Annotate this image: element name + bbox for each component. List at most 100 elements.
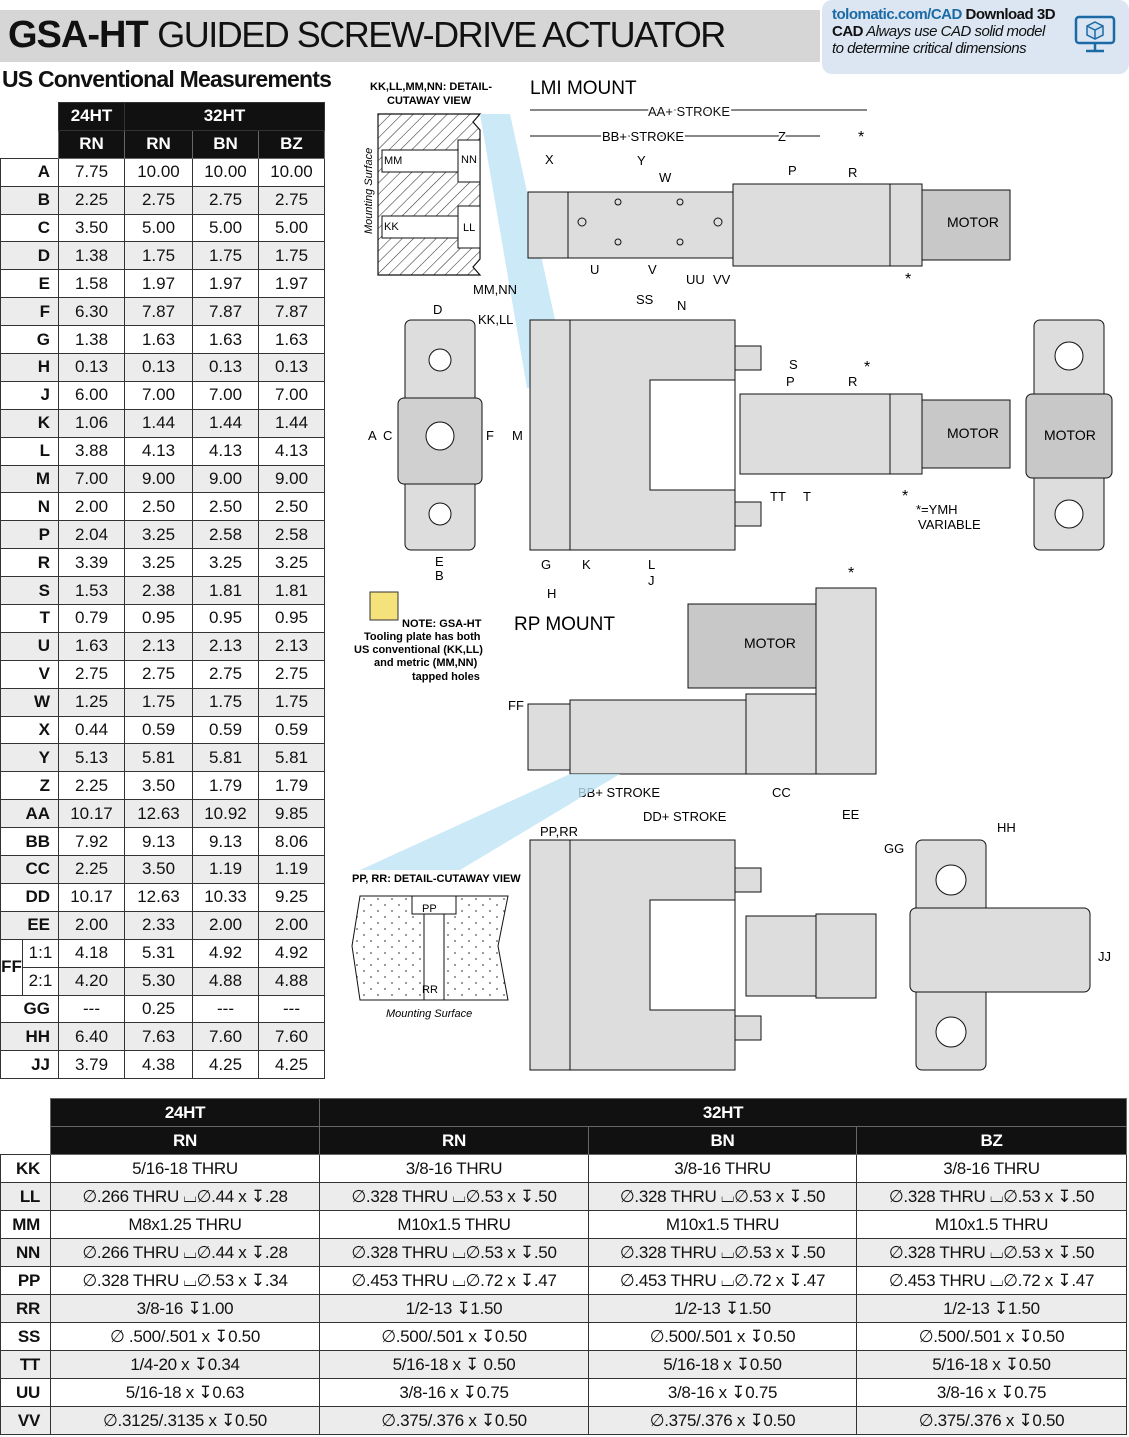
motor-label: MOTOR (947, 214, 999, 230)
table-cell: 2.75 (192, 659, 259, 689)
ymh-label-2: VARIABLE (918, 517, 981, 532)
table-cell: ∅.453 THRU ⌴∅.72 x ↧.47 (588, 1266, 857, 1295)
table-cell: 7.00 (192, 380, 259, 410)
table-cell: 2.58 (192, 520, 259, 550)
table-cell: 0.95 (258, 604, 325, 633)
dim-tt: TT (770, 489, 786, 504)
table-cell: 2.13 (258, 631, 325, 661)
table-cell: ∅.375/.376 x ↧0.50 (588, 1406, 857, 1435)
holes-col-header: BN (588, 1126, 857, 1155)
lmi-end-view: D MM,NN KK,LL A C F E B (368, 282, 517, 583)
table-cell: --- (192, 994, 259, 1024)
table-cell: 10.33 (192, 882, 259, 912)
detail2-title: PP, RR: DETAIL-CUTAWAY VIEW (352, 873, 521, 885)
row-label: M (0, 464, 59, 494)
dim-c: C (383, 428, 392, 443)
table-cell: 3.25 (258, 548, 325, 578)
dim-cc: CC (772, 785, 791, 800)
table-cell: 0.79 (58, 604, 125, 633)
table-cell: 6.30 (58, 297, 125, 327)
table-cell: ∅.453 THRU ⌴∅.72 x ↧.47 (856, 1266, 1127, 1295)
3d-download-icon[interactable] (1073, 12, 1117, 56)
star-3: * (864, 359, 870, 376)
dim-jj: JJ (1098, 949, 1111, 964)
holes-col-header: BZ (856, 1126, 1127, 1155)
row-label: C (0, 213, 59, 243)
table-cell: 3/8-16 x ↧0.75 (588, 1378, 857, 1407)
row-label: X (0, 715, 59, 745)
dim-gg: GG (884, 841, 904, 856)
table-cell: ∅.266 THRU ⌴∅.44 x ↧.28 (50, 1238, 320, 1267)
table-cell: 3.79 (58, 1050, 125, 1080)
table-cell: 0.25 (124, 994, 193, 1024)
cad-link[interactable]: tolomatic.com/CAD (832, 6, 962, 23)
table-cell: 9.00 (124, 464, 193, 494)
dim-mmnn: MM,NN (473, 282, 517, 297)
dim-b: B (435, 568, 444, 583)
table-cell: 4.88 (192, 966, 259, 996)
note-line-1: NOTE: GSA-HT (402, 618, 482, 630)
table-cell: 3.50 (124, 771, 193, 801)
cad-download-box[interactable]: tolomatic.com/CAD Download 3D CAD Always… (822, 0, 1129, 74)
table-cell: 0.95 (192, 604, 259, 633)
table-cell: ∅.328 THRU ⌴∅.53 x ↧.50 (319, 1182, 589, 1211)
table-row: LL∅.266 THRU ⌴∅.44 x ↧.28∅.328 THRU ⌴∅.5… (0, 1182, 1127, 1211)
row-label: JJ (0, 1050, 59, 1080)
table-cell: M10x1.5 THRU (319, 1210, 589, 1239)
dim-dd-stroke: DD+ STROKE (643, 809, 727, 824)
table-cell: 6.00 (58, 380, 125, 410)
dim-vv: VV (713, 272, 731, 287)
dim-w: W (659, 170, 672, 185)
detail1-title-2: CUTAWAY VIEW (387, 95, 472, 107)
table-cell: --- (258, 994, 325, 1024)
table-cell: 0.95 (124, 604, 193, 633)
table-cell: ∅.328 THRU ⌴∅.53 x ↧.50 (588, 1238, 857, 1267)
row-label: PP (0, 1266, 51, 1295)
model-subtitle: GUIDED SCREW-DRIVE ACTUATOR (157, 14, 726, 55)
table-cell: 1.75 (124, 687, 193, 717)
table-cell: 1.79 (192, 771, 259, 801)
table-cell: 3/8-16 THRU (856, 1154, 1127, 1183)
table-cell: ∅.328 THRU ⌴∅.53 x ↧.34 (50, 1266, 320, 1295)
table-cell: 1.81 (258, 576, 325, 606)
table-cell: 1.25 (58, 687, 125, 717)
table-cell: 3.50 (58, 213, 125, 243)
table-cell: 7.00 (258, 380, 325, 410)
table-cell: 5.81 (258, 743, 325, 773)
table-cell: 2.25 (58, 855, 125, 884)
table-cell: 1/2-13 ↧1.50 (319, 1294, 589, 1323)
col-header: BN (192, 129, 259, 159)
table-cell: 2.50 (124, 492, 193, 522)
table-cell: 1/2-13 ↧1.50 (588, 1294, 857, 1323)
table-cell: M10x1.5 THRU (588, 1210, 857, 1239)
table-cell: 5/16-18 x ↧ 0.50 (319, 1350, 589, 1379)
dim-z: Z (778, 129, 786, 144)
table-cell: 3.50 (124, 855, 193, 884)
table-cell: 5/16-18 x ↧0.50 (588, 1350, 857, 1379)
table-cell: 7.87 (192, 297, 259, 327)
dim-bb-stroke-rp: BB+ STROKE (578, 785, 660, 800)
table-cell: ∅ .500/.501 x ↧0.50 (50, 1322, 320, 1351)
row-sublabel: 1:1 (22, 938, 59, 968)
table-cell: 2.13 (124, 631, 193, 661)
table-cell: 10.17 (58, 799, 125, 829)
table-cell: 2.75 (258, 659, 325, 689)
col-header: RN (124, 129, 193, 159)
dim-h: H (547, 586, 556, 601)
table-cell: ∅.500/.501 x ↧0.50 (588, 1322, 857, 1351)
star-2: * (905, 271, 911, 288)
table-cell: 2.00 (192, 910, 259, 940)
